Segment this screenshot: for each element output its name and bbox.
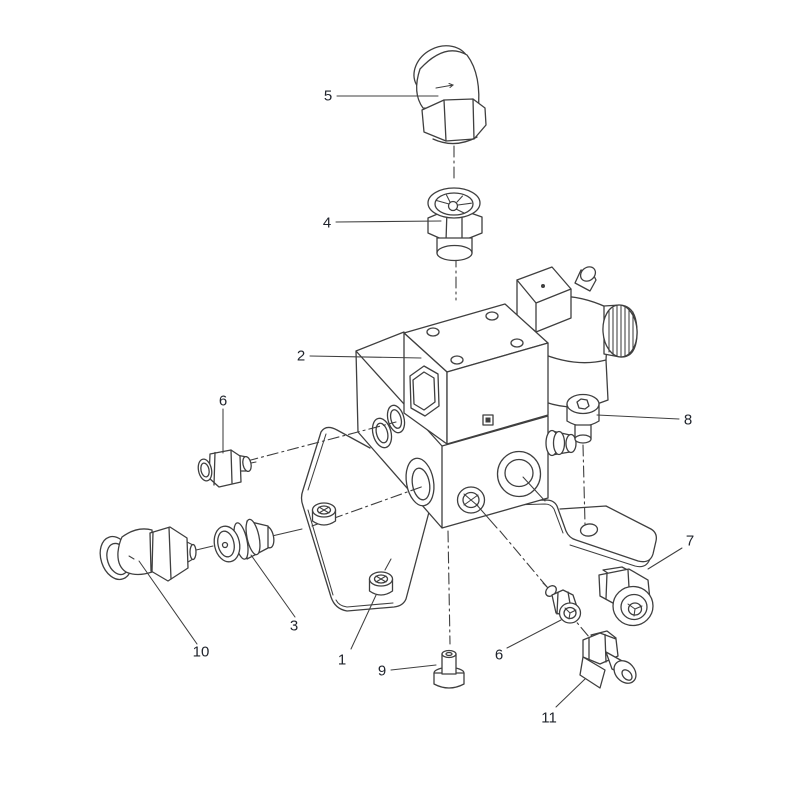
small-fitting-left xyxy=(196,450,256,487)
callout-10: 10 xyxy=(192,643,210,661)
callout-9: 9 xyxy=(377,662,387,680)
plug-fitting xyxy=(599,567,653,626)
front-port-large xyxy=(498,452,541,497)
leader-lines xyxy=(139,96,682,707)
bracket-bushing-front xyxy=(370,572,393,595)
callout-6b: 6 xyxy=(494,646,504,664)
pilot-valve-block xyxy=(404,304,548,444)
center-lines xyxy=(192,146,600,650)
check-valve-fitting xyxy=(546,431,581,456)
side-port xyxy=(403,456,438,508)
bracket-arm-hole xyxy=(580,523,599,537)
callout-7: 7 xyxy=(685,532,695,550)
callout-8: 8 xyxy=(683,411,693,429)
callout-6a: 6 xyxy=(218,392,228,410)
nameplate-mark xyxy=(483,415,493,425)
manifold-ports xyxy=(369,403,540,513)
callout-11: 11 xyxy=(541,709,557,727)
elbow-fitting-lower-right xyxy=(580,631,640,688)
callout-4: 4 xyxy=(322,214,332,232)
bracket-bushing-left xyxy=(313,503,336,525)
plug-screw xyxy=(434,651,464,689)
callout-3: 3 xyxy=(289,617,299,635)
hex-plug xyxy=(410,366,439,416)
connector-port-stub xyxy=(575,264,598,291)
callout-1: 1 xyxy=(337,651,347,669)
leader-1b xyxy=(385,559,391,570)
cap-screw xyxy=(567,395,599,444)
cartridge-fitting xyxy=(211,518,276,564)
callout-5: 5 xyxy=(323,87,333,105)
leader-1a xyxy=(351,593,377,649)
solenoid-knob xyxy=(601,304,639,358)
adapter-fitting xyxy=(428,188,482,261)
elbow-fitting-top xyxy=(405,36,486,143)
callout-2: 2 xyxy=(296,347,306,365)
elbow-fitting-left xyxy=(95,527,196,584)
small-fitting-right xyxy=(543,583,581,623)
